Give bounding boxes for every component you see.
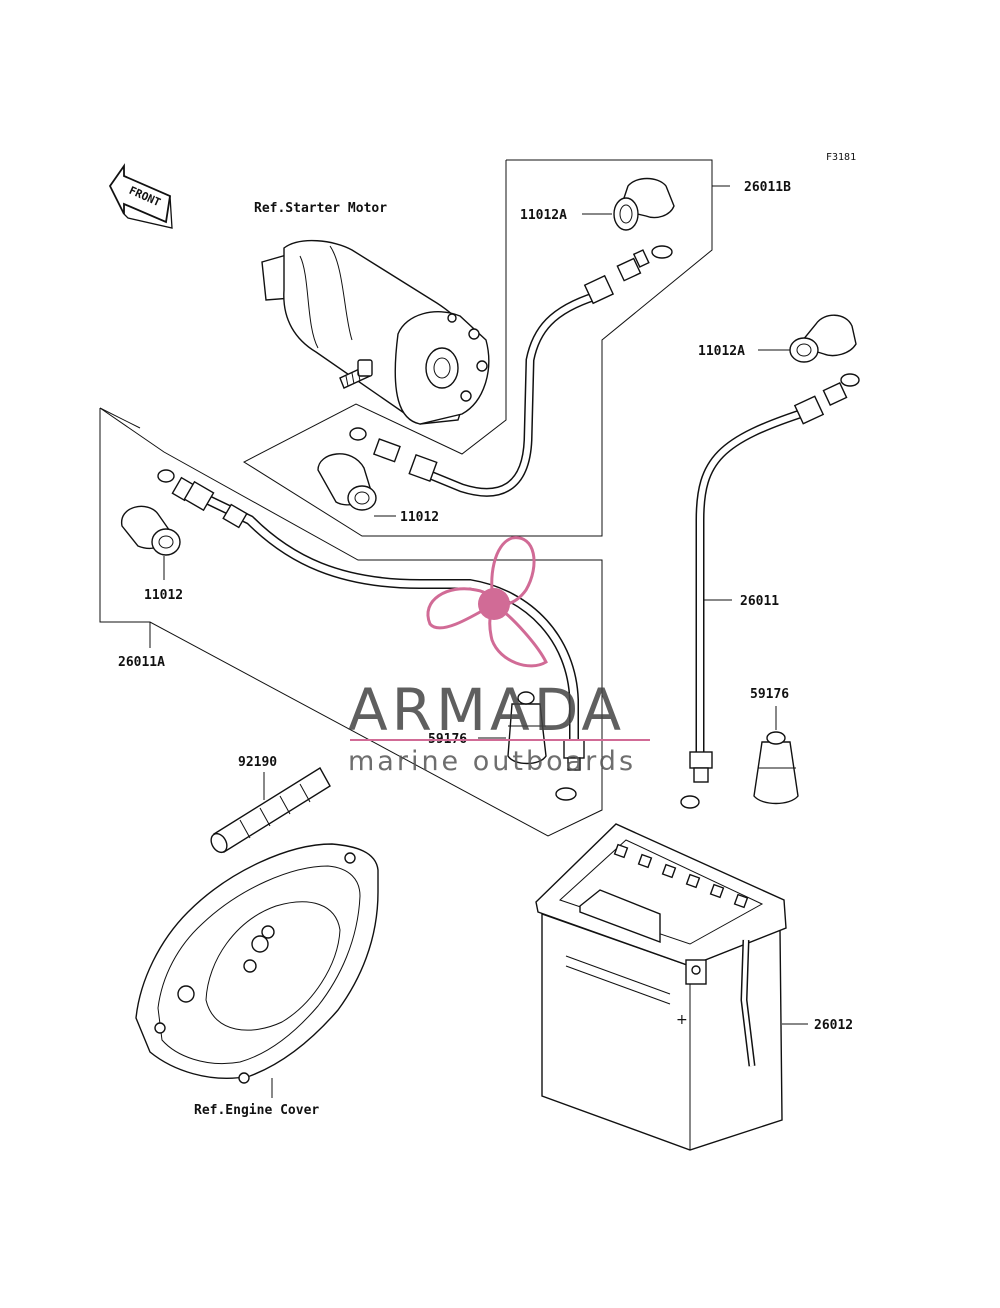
battery-icon: +	[535, 823, 787, 1151]
part-26011A: 26011A	[118, 655, 165, 670]
engine-cover-icon	[135, 843, 379, 1084]
group-box-26011A	[99, 407, 603, 837]
front-arrow-icon: FRONT	[108, 163, 173, 229]
terminal-boot-59176-mid-icon	[507, 691, 547, 765]
ref-engine-cover-label: Ref.Engine Cover	[194, 1103, 319, 1118]
figure-code: F3181	[826, 152, 856, 163]
boot-cap-11012-mid-icon	[317, 453, 377, 511]
watermark-brand: ARMADA	[348, 676, 625, 744]
part-26012: 26012	[814, 1018, 853, 1033]
part-59176-right: 59176	[750, 687, 789, 702]
part-26011B: 26011B	[744, 180, 791, 195]
part-11012A-right: 11012A	[698, 344, 745, 359]
boot-cap-11012-left-icon	[121, 505, 181, 556]
battery-cable-26011	[680, 373, 860, 809]
watermark-tagline: marine outboards	[348, 746, 636, 777]
part-11012-left: 11012	[144, 588, 183, 603]
boot-cap-11012A-right-icon	[789, 314, 857, 363]
svg-text:+: +	[676, 1012, 688, 1028]
part-92190: 92190	[238, 755, 277, 770]
starter-motor-icon	[261, 239, 490, 425]
part-11012A-top: 11012A	[520, 208, 567, 223]
starter-cable-26011B	[349, 245, 673, 497]
hose-92190-icon	[210, 767, 331, 854]
group-box-26011B	[242, 159, 713, 537]
ref-starter-motor-label: Ref.Starter Motor	[254, 201, 387, 216]
propeller-logo-icon	[426, 536, 548, 668]
battery-cable-26011A	[157, 469, 585, 801]
terminal-boot-59176-right-icon	[753, 731, 799, 805]
armada-watermark: ARMADA marine outboards	[348, 536, 650, 777]
part-11012-mid: 11012	[400, 510, 439, 525]
boot-cap-11012A-icon	[613, 177, 675, 231]
part-26011: 26011	[740, 594, 779, 609]
